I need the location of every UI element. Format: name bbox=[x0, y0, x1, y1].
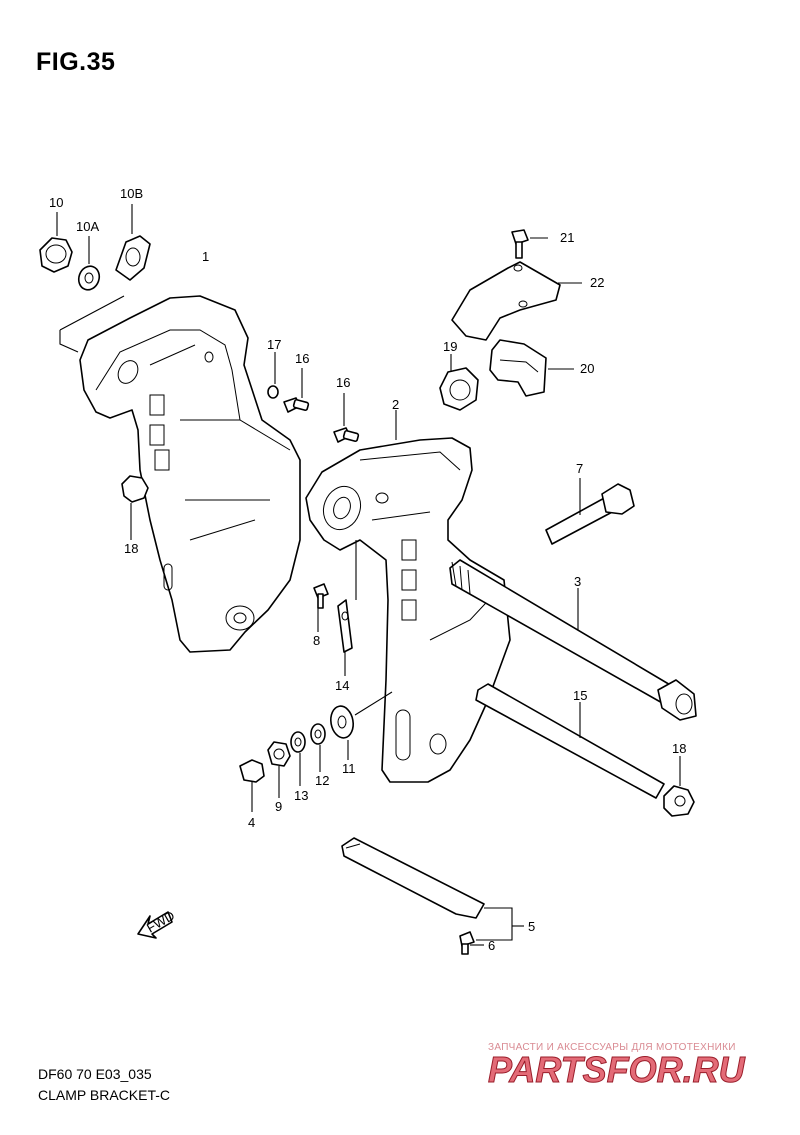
part-9-nut bbox=[267, 741, 291, 767]
callout-15: 15 bbox=[573, 688, 587, 703]
callout-4: 4 bbox=[248, 815, 255, 830]
callout-12: 12 bbox=[315, 773, 329, 788]
callout-10b: 10B bbox=[120, 186, 143, 201]
callout-10a: 10A bbox=[76, 219, 99, 234]
part-18-nut-left bbox=[121, 475, 149, 503]
part-18-nut-right bbox=[663, 785, 695, 817]
part-10b-gasket bbox=[115, 235, 151, 281]
part-10-nut bbox=[39, 237, 73, 273]
part-6-screw bbox=[459, 931, 475, 955]
figure-title: FIG.35 bbox=[36, 48, 116, 76]
part-21-screw bbox=[511, 229, 529, 259]
callout-9: 9 bbox=[275, 799, 282, 814]
part-10a-washer bbox=[77, 265, 101, 291]
callout-22: 22 bbox=[590, 275, 604, 290]
callout-16b: 16 bbox=[336, 375, 350, 390]
callout-18b: 18 bbox=[672, 741, 686, 756]
part-19-nut bbox=[439, 367, 479, 411]
part-15-rod bbox=[475, 683, 665, 799]
watermark-logo: PARTSFOR.RU bbox=[488, 1050, 746, 1090]
watermark-tagline: ЗАПЧАСТИ И АКСЕССУАРЫ ДЛЯ МОТОТЕХНИКИ bbox=[488, 1042, 736, 1053]
callout-7: 7 bbox=[576, 461, 583, 476]
callout-5: 5 bbox=[528, 919, 535, 934]
part-12-washer bbox=[310, 723, 326, 745]
callout-1: 1 bbox=[202, 249, 209, 264]
part-3-tilt-tube bbox=[449, 559, 697, 721]
part-17-washer bbox=[267, 385, 279, 399]
svg-text:PARTSFOR.RU: PARTSFOR.RU bbox=[488, 1050, 746, 1090]
callout-21: 21 bbox=[560, 230, 574, 245]
callout-16a: 16 bbox=[295, 351, 309, 366]
part-7-bolt bbox=[545, 483, 635, 545]
part-20-bracket bbox=[489, 339, 547, 397]
part-8-screw bbox=[313, 583, 329, 609]
part-16-bolt-b bbox=[333, 427, 360, 443]
callout-2: 2 bbox=[392, 397, 399, 412]
callout-6: 6 bbox=[488, 938, 495, 953]
callout-17: 17 bbox=[267, 337, 281, 352]
part-13-washer bbox=[290, 731, 306, 753]
part-11-washer bbox=[330, 705, 354, 739]
callout-19: 19 bbox=[443, 339, 457, 354]
fwd-arrow-icon: FWD bbox=[137, 908, 177, 939]
callout-18a: 18 bbox=[124, 541, 138, 556]
part-16-bolt-a bbox=[283, 397, 310, 413]
part-5-plate bbox=[341, 837, 485, 919]
callout-20: 20 bbox=[580, 361, 594, 376]
diagram-name: CLAMP BRACKET-C bbox=[38, 1087, 170, 1103]
part-4-cap bbox=[239, 759, 265, 783]
callout-13: 13 bbox=[294, 788, 308, 803]
callout-3: 3 bbox=[574, 574, 581, 589]
part-14-pin bbox=[337, 599, 353, 653]
callout-10: 10 bbox=[49, 195, 63, 210]
diagram-code: DF60 70 E03_035 bbox=[38, 1066, 152, 1082]
part-1-clamp-bracket-left bbox=[79, 295, 301, 653]
svg-text:FWD: FWD bbox=[144, 908, 177, 936]
callout-14: 14 bbox=[335, 678, 349, 693]
callout-11: 11 bbox=[342, 761, 356, 776]
callout-8: 8 bbox=[313, 633, 320, 648]
part-22-cover bbox=[451, 261, 561, 341]
